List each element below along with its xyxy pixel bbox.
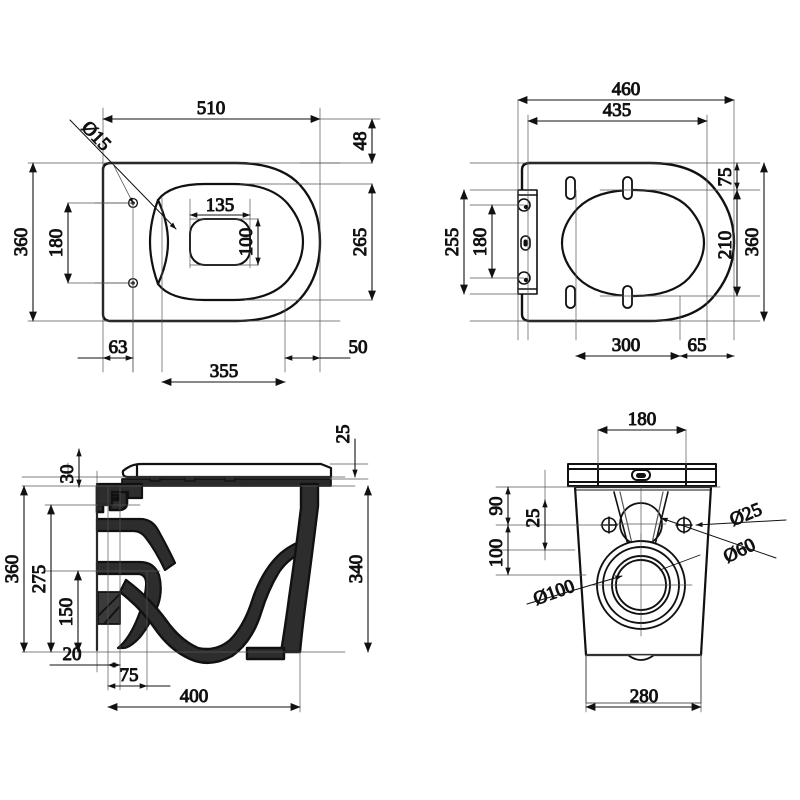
seat-lid-profile <box>121 462 333 479</box>
dim-label-180-rear: 180 <box>628 409 657 430</box>
hinge-slot-center <box>520 235 531 251</box>
dim-label-360-plan: 360 <box>11 228 32 257</box>
dim-label-20: 20 <box>63 644 82 665</box>
dim-label-275: 275 <box>29 565 50 594</box>
bowl-trap-curve <box>118 538 308 664</box>
dim-label-400: 400 <box>180 686 209 707</box>
dim-label-300: 300 <box>612 335 641 356</box>
dim-label-25-rear: 25 <box>523 509 544 528</box>
dim-label-280: 280 <box>630 686 659 707</box>
rear-base-skirt <box>627 654 655 661</box>
dim-label-65: 65 <box>688 335 707 356</box>
dim-label-50: 50 <box>349 337 368 358</box>
dim-label-150: 150 <box>56 598 77 627</box>
view-seat-plan: 460 435 255 180 75 210 360 <box>442 79 768 360</box>
dim-label-48: 48 <box>350 132 371 151</box>
dim-label-63: 63 <box>109 337 128 358</box>
dim-label-100-rim: 100 <box>236 228 257 257</box>
dim-48 <box>319 118 381 164</box>
seat-extension-lines <box>469 99 761 341</box>
leader-d25 <box>695 519 787 528</box>
view-bowl-plan: 510 48 265 360 180 135 <box>11 98 381 386</box>
dim-label-75: 75 <box>715 168 736 187</box>
pan-foot-block <box>97 591 121 625</box>
pan-mid-rib <box>95 517 177 572</box>
dim-label-510: 510 <box>197 98 226 119</box>
dim-label-360-side: 360 <box>2 555 23 584</box>
leader-d100 <box>526 554 701 605</box>
dim-label-180-seat: 180 <box>470 228 491 257</box>
dim-label-355: 355 <box>210 361 239 382</box>
dim-label-255: 255 <box>442 228 463 257</box>
dim-label-d15: Ø15 <box>77 117 115 155</box>
pan-front-wall <box>245 482 320 661</box>
leader-d15 <box>69 119 177 230</box>
dim-label-d100: Ø100 <box>531 576 578 610</box>
dim-label-25-side: 25 <box>333 425 354 444</box>
dim-label-135: 135 <box>206 195 235 216</box>
trap-siphon-profile <box>95 560 162 650</box>
dim-label-75-side: 75 <box>120 665 139 686</box>
fixing-bolt-right <box>675 516 693 534</box>
dim-180-plan <box>64 202 134 284</box>
dim-100-rear <box>495 524 587 576</box>
dim-label-210: 210 <box>715 231 736 260</box>
dim-label-100-rear: 100 <box>486 539 507 568</box>
view-rear: 180 90 25 100 Ø25 Ø60 Ø1 <box>486 409 787 713</box>
dim-label-435: 435 <box>603 100 632 121</box>
leader-d60 <box>660 517 777 559</box>
dim-label-30: 30 <box>57 465 78 484</box>
dim-label-d25: Ø25 <box>727 499 765 531</box>
bowl-inner-rim <box>148 182 305 302</box>
waste-outlet <box>589 533 693 637</box>
rear-extension-lines <box>495 429 721 713</box>
view-side-section: 25 30 360 275 150 340 20 <box>2 424 372 713</box>
dim-label-265: 265 <box>350 228 371 257</box>
dim-label-90: 90 <box>486 497 507 516</box>
dim-label-180-plan: 180 <box>46 229 67 258</box>
dim-label-360-seat: 360 <box>742 228 763 257</box>
dim-label-340: 340 <box>346 555 367 584</box>
rear-mounting-bar <box>567 463 717 487</box>
seat-inner-opening <box>560 188 706 298</box>
dim-label-d60: Ø60 <box>720 534 759 567</box>
seat-bumpers <box>565 176 633 309</box>
dim-label-460: 460 <box>612 79 641 100</box>
